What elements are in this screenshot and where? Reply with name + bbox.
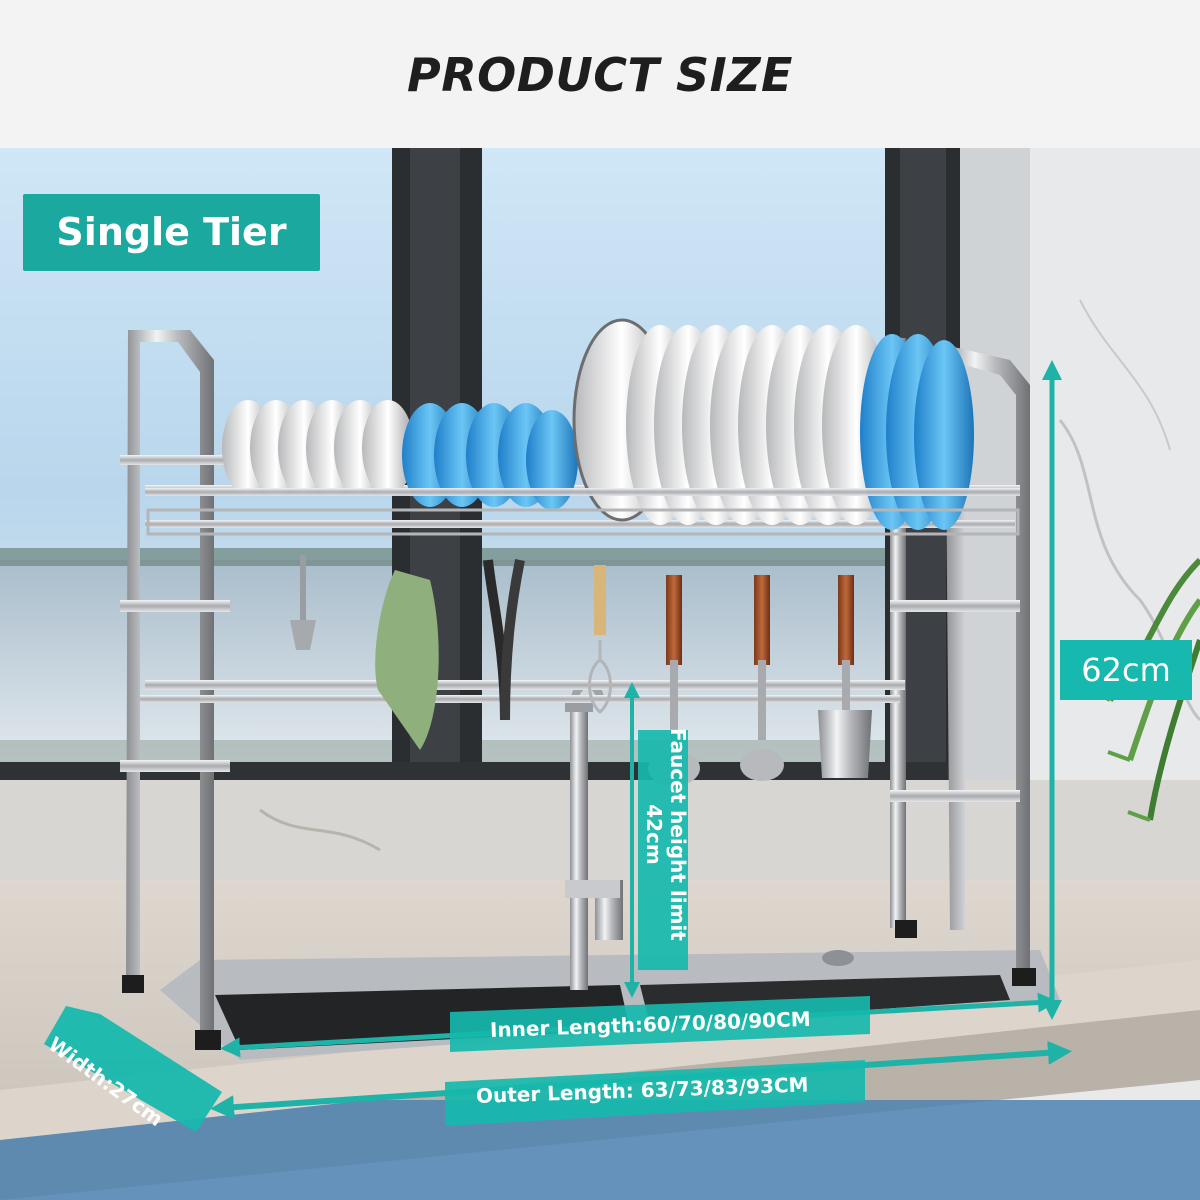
towel [375, 570, 439, 750]
height-label: 62cm [1060, 640, 1192, 700]
faucet-height-limit-label: Faucet height limit 42cm [642, 728, 690, 941]
plates [572, 318, 974, 530]
faucet [565, 681, 623, 990]
faucet-limit-text: Faucet height limit [666, 728, 690, 941]
kitchen-scene [0, 148, 1200, 1200]
title-band [0, 0, 1200, 148]
page-title: PRODUCT SIZE [407, 48, 793, 102]
outer-length-band [445, 1060, 865, 1126]
width-band [44, 1006, 222, 1132]
faucet-label-band [638, 730, 688, 970]
bowls [222, 400, 578, 510]
faucet-limit-value: 42cm [642, 804, 666, 865]
inner-length-band [450, 996, 870, 1052]
single-tier-badge: Single Tier [23, 194, 320, 271]
